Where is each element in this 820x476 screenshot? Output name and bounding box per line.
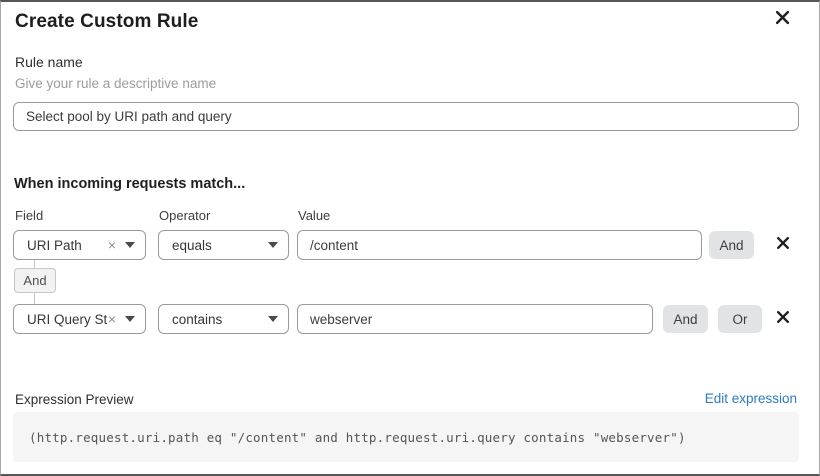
row1-and-button[interactable]: And — [709, 231, 754, 259]
row1-operator-value: equals — [172, 237, 212, 253]
row2-remove-button[interactable] — [775, 310, 791, 329]
row1-value-input[interactable] — [297, 230, 702, 260]
edit-expression-link[interactable]: Edit expression — [704, 391, 797, 406]
match-heading: When incoming requests match... — [14, 176, 246, 192]
column-label-operator: Operator — [159, 208, 211, 223]
connector-and-badge[interactable]: And — [14, 268, 56, 293]
row2-operator-value: contains — [172, 311, 223, 327]
row2-operator-dropdown[interactable]: contains — [158, 304, 289, 334]
row2-field-clear-icon[interactable]: × — [107, 311, 116, 327]
row1-field-value: URI Path — [27, 237, 82, 253]
row2-operator-caret-icon — [268, 316, 278, 322]
rule-name-label: Rule name — [15, 54, 83, 70]
row2-field-value: URI Query St... — [27, 311, 108, 327]
row2-field-dropdown[interactable]: URI Query St... × — [13, 304, 146, 334]
close-icon — [775, 10, 790, 30]
expression-preview-box: (http.request.uri.path eq "/content" and… — [13, 412, 799, 462]
column-label-value: Value — [298, 208, 331, 223]
row1-remove-icon — [776, 236, 790, 255]
expression-code: (http.request.uri.path eq "/content" and… — [29, 429, 686, 445]
row1-remove-button[interactable] — [775, 236, 791, 255]
expression-preview-label: Expression Preview — [15, 392, 134, 407]
row2-and-button[interactable]: And — [663, 305, 708, 333]
row1-field-caret-icon — [125, 242, 135, 248]
row1-operator-dropdown[interactable]: equals — [158, 230, 289, 260]
connector-line-top — [34, 260, 35, 269]
column-label-field: Field — [15, 208, 44, 223]
close-button[interactable] — [773, 10, 791, 30]
connector-line-bottom — [34, 293, 35, 304]
row2-or-button[interactable]: Or — [718, 305, 762, 333]
row1-field-clear-icon[interactable]: × — [107, 237, 116, 253]
row2-remove-icon — [776, 310, 790, 329]
row2-value-input[interactable] — [297, 304, 653, 334]
rule-name-helper: Give your rule a descriptive name — [15, 76, 217, 91]
row1-field-dropdown[interactable]: URI Path × — [13, 230, 146, 260]
rule-name-input[interactable] — [13, 102, 799, 131]
dialog-title: Create Custom Rule — [15, 11, 199, 32]
row2-field-caret-icon — [125, 316, 135, 322]
row1-operator-caret-icon — [268, 242, 278, 248]
